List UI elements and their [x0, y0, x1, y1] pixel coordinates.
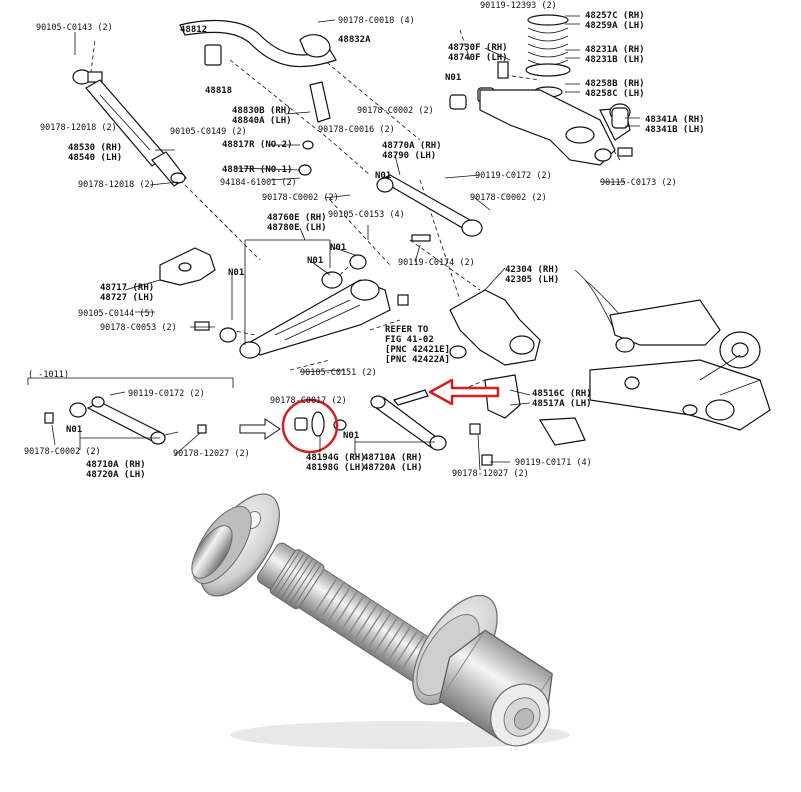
label-90178-c0002-a: 90178‐C0002 (2): [357, 106, 434, 116]
part-number-labels: 90105‐C0143 (2) 48812 90178‐C0018 (4) 48…: [24, 1, 705, 480]
lower-control-arm: [239, 254, 391, 359]
label-90119-12393: 90119‐12393 (2): [480, 1, 557, 11]
label-48258b: 48258B (RH): [585, 79, 645, 89]
label-90178-c0002-b: 90178‐C0002 (2): [262, 193, 339, 203]
label-48830b: 48830B (RH): [232, 106, 292, 116]
label-90115-c0173: 90115‐C0173 (2): [600, 178, 677, 188]
label-90178-c0018: 90178‐C0018 (4): [338, 16, 415, 26]
label-48720a-a: 48720A (LH): [86, 470, 146, 480]
red-outline-left-arrow-icon: [428, 378, 500, 406]
label-90178-c0016: 90178‐C0016 (2): [318, 125, 395, 135]
label-48198g: 48198G (LH): [306, 463, 366, 473]
shock-absorber: [72, 69, 187, 187]
label-48780e: 48780E (LH): [267, 223, 327, 233]
label-48257c: 48257C (RH): [585, 11, 645, 21]
label-94184-61001: 94184‐61001 (2): [220, 178, 297, 188]
label-48341a: 48341A (RH): [645, 115, 705, 125]
label-refer-1: REFER TO: [385, 325, 429, 335]
label-refer-2: FIG 41‐02: [385, 335, 434, 345]
label-48812: 48812: [180, 25, 207, 35]
label-90178-c0017: 90178‐C0017 (2): [270, 396, 347, 406]
leader-lines: [51, 15, 640, 471]
label-48258c: 48258C (LH): [585, 89, 645, 99]
label-refer-4: [PNC 42422A]: [385, 355, 450, 365]
label-n01-e: N01: [228, 268, 244, 278]
label-48817r-no1: 48817R (NO.1): [222, 165, 292, 175]
rear-suspension-assembly-view: [538, 269, 771, 446]
label-90119-c0172-b: 90119‐C0172 (2): [128, 389, 205, 399]
label-42305: 42305 (LH): [505, 275, 559, 285]
label-refer-3: [PNC 42421E]: [385, 345, 450, 355]
label-48770a: 48770A (RH): [382, 141, 442, 151]
label-48710a-a: 48710A (RH): [86, 460, 146, 470]
hollow-right-arrow-icon: [239, 418, 281, 440]
label-48717: 48717 (RH): [100, 283, 154, 293]
label-90105-c0151: 90105‐C0151 (2): [300, 368, 377, 378]
rear-axle-knuckle: [397, 289, 541, 366]
label-period: ( ‐1011): [28, 370, 69, 380]
cam-bolt-photo: [191, 493, 570, 749]
label-48710a-b: 48710A (RH): [363, 453, 423, 463]
label-48194g: 48194G (RH): [306, 453, 366, 463]
label-90105-c0153: 90105‐C0153 (4): [328, 210, 405, 220]
label-90178-12018-a: 90178‐12018 (2): [40, 123, 117, 133]
upper-control-arm: [479, 89, 633, 166]
label-48730f: 48730F (RH): [448, 43, 508, 53]
label-n01-a: N01: [445, 73, 461, 83]
label-48530: 48530 (RH): [68, 143, 122, 153]
label-90178-c0053: 90178‐C0053 (2): [100, 323, 177, 333]
highlight-circle: [281, 398, 339, 454]
label-48817r-no2: 48817R (NO.2): [222, 140, 292, 150]
label-90119-c0174: 90119‐C0174 (2): [398, 258, 475, 268]
label-48818: 48818: [205, 86, 232, 96]
mount-bracket: [159, 247, 237, 343]
label-90178-12027-b: 90178‐12027 (2): [452, 469, 529, 479]
label-48231a: 48231A (RH): [585, 45, 645, 55]
label-n01-b: N01: [375, 171, 391, 181]
label-48259a: 48259A (LH): [585, 21, 645, 31]
label-90119-c0172-a: 90119‐C0172 (2): [475, 171, 552, 181]
label-90178-c0002-d: 90178‐C0002 (2): [24, 447, 101, 457]
label-48231b: 48231B (LH): [585, 55, 645, 65]
toe-link: [333, 389, 447, 451]
pre-1011-inset: [27, 377, 234, 445]
label-48341b: 48341B (LH): [645, 125, 705, 135]
label-n01-d: N01: [307, 256, 323, 266]
label-48790: 48790 (LH): [382, 151, 436, 161]
label-48720a-b: 48720A (LH): [363, 463, 423, 473]
label-48727: 48727 (LH): [100, 293, 154, 303]
label-48516c: 48516C (RH): [532, 389, 592, 399]
label-90105-c0149: 90105‐C0149 (2): [170, 127, 247, 137]
label-48760e: 48760E (RH): [267, 213, 327, 223]
label-n01-c: N01: [330, 243, 346, 253]
label-48540: 48540 (LH): [68, 153, 122, 163]
label-90105-c0143: 90105‐C0143 (2): [36, 23, 113, 33]
label-42304: 42304 (RH): [505, 265, 559, 275]
label-90178-12027-a: 90178‐12027 (2): [173, 449, 250, 459]
cam-bolt-parts: [294, 411, 325, 437]
label-90178-c0002-c: 90178‐C0002 (2): [470, 193, 547, 203]
stabilizer-bar: [179, 20, 337, 176]
label-48840a: 48840A (LH): [232, 116, 292, 126]
bump-stop: [609, 103, 631, 129]
label-n01-g: N01: [343, 431, 359, 441]
label-90119-c0171: 90119‐C0171 (4): [515, 458, 592, 468]
label-48832a: 48832A: [338, 35, 371, 45]
toe-bracket: [469, 374, 521, 466]
label-48517a: 48517A (LH): [532, 399, 592, 409]
label-90178-12018-b: 90178‐12018 (2): [78, 180, 155, 190]
label-n01-f: N01: [66, 425, 82, 435]
label-48740f: 48740F (LH): [448, 53, 508, 63]
label-90105-c0144: 90105‐C0144 (5): [78, 309, 155, 319]
lateral-link-upper: [376, 174, 483, 242]
